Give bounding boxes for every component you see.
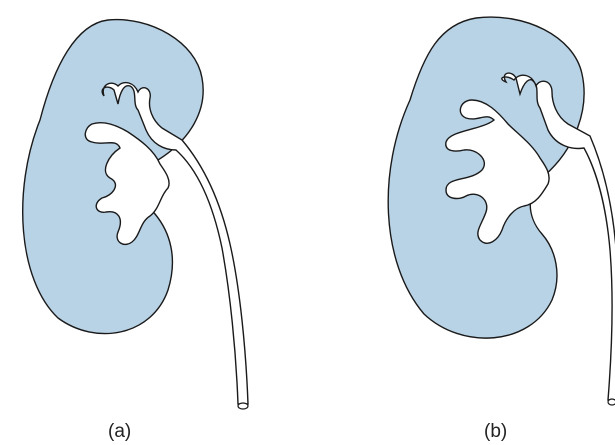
ureter-a-end xyxy=(238,403,248,409)
ureter-b-end xyxy=(608,399,615,405)
panel-label-a: (a) xyxy=(108,422,131,441)
kidney-b xyxy=(388,17,615,405)
kidney-a xyxy=(23,20,248,409)
panel-label-b: (b) xyxy=(484,422,507,441)
